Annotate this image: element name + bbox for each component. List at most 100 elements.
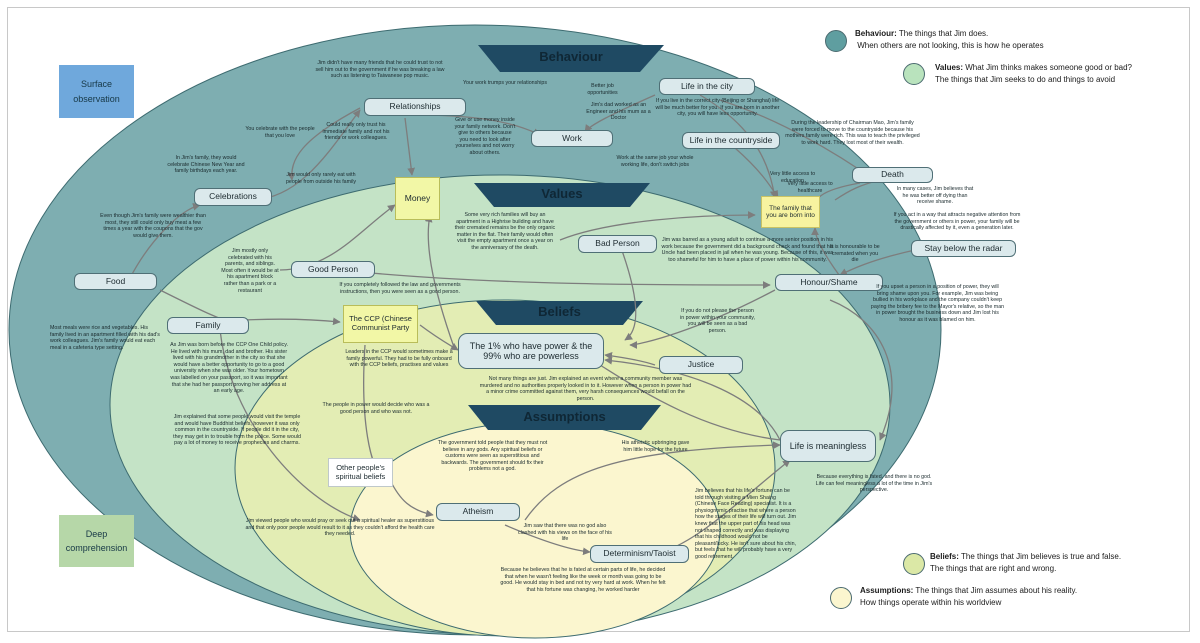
- legend-assumptions-line2: How things operate within his worldview: [860, 598, 1002, 608]
- node-death[interactable]: Death: [852, 167, 933, 183]
- node-money[interactable]: Money: [395, 177, 440, 220]
- node-bad-person[interactable]: Bad Person: [578, 235, 657, 253]
- deep-line2: comprehension: [65, 543, 128, 553]
- legend-behaviour: Behaviour: The things that Jim does. Whe…: [855, 28, 1185, 53]
- note-fortune: Jim believes that his life's fortune can…: [695, 488, 797, 561]
- node-justice[interactable]: Justice: [659, 356, 743, 374]
- node-food[interactable]: Food: [74, 273, 157, 290]
- note-atheistic: His atheistic upbringing gave him little…: [621, 440, 690, 453]
- node-ccp[interactable]: The CCP (Chinese Communist Party: [343, 305, 418, 343]
- surface-line2: observation: [73, 93, 120, 104]
- connector: [599, 364, 781, 441]
- node-atheism[interactable]: Atheism: [436, 503, 520, 521]
- node-spiritual-beliefs[interactable]: Other people's spiritual beliefs: [328, 458, 393, 487]
- connector: [404, 117, 416, 176]
- note-meals: Most meals were rice and vegetables. His…: [50, 325, 160, 351]
- legend-assumptions-dot: [830, 587, 852, 609]
- connector: [424, 214, 456, 351]
- note-followed-law: If you completely followed the law and g…: [339, 282, 461, 295]
- beliefs-title: Beliefs: [538, 304, 581, 319]
- note-fated: Because he believes that he is fated at …: [500, 567, 666, 593]
- node-determinism[interactable]: Determinism/Taoist: [590, 545, 689, 563]
- note-born-1990: As Jim was born before the CCP One Child…: [170, 342, 288, 395]
- node-stay-below-radar[interactable]: Stay below the radar: [911, 240, 1016, 257]
- connector-lines: [129, 94, 916, 556]
- node-life-in-city[interactable]: Life in the city: [659, 78, 755, 95]
- connector: [604, 352, 656, 366]
- node-work[interactable]: Work: [531, 130, 613, 147]
- node-celebrations[interactable]: Celebrations: [194, 188, 272, 206]
- legend-beliefs: Beliefs: The things that Jim believes is…: [930, 551, 1190, 576]
- connector: [719, 99, 861, 171]
- connector: [584, 94, 656, 133]
- legend-beliefs-line2: The things that are right and wrong.: [930, 564, 1057, 574]
- note-chairman: During the leadership of Chairman Mao, J…: [785, 120, 920, 146]
- legend-beliefs-term: Beliefs:: [930, 552, 959, 561]
- note-upset: If you upset a person in a position of p…: [870, 284, 1005, 324]
- connector: [287, 107, 361, 181]
- connector: [629, 289, 776, 349]
- note-attract: If you act in a way that attracts negati…: [893, 212, 1021, 232]
- note-honourable: It is honourable to be cremated when you…: [830, 244, 880, 264]
- note-not-please: If you do not please the person in power…: [680, 308, 755, 334]
- note-trust-few: Could really only trust his immediate fa…: [322, 122, 390, 142]
- connector: [829, 299, 893, 441]
- legend-assumptions-line1: The things that Jim assumes about his re…: [915, 586, 1078, 595]
- node-family-born-into[interactable]: The family that you are born into: [761, 196, 820, 228]
- note-rich-families: Some very rich families will buy an apar…: [454, 212, 556, 252]
- note-healthcare: Very little access to healthcare: [787, 181, 833, 194]
- legend-beliefs-line1: The things that Jim believes is true and…: [960, 552, 1122, 561]
- connector: [604, 356, 781, 441]
- note-dad: Jim's dad worked as an Engineer and his …: [586, 102, 651, 122]
- legend-behaviour-line2: When others are not looking, this is how…: [857, 41, 1044, 51]
- note-everything-fated: Because everything is fated, and there i…: [815, 474, 933, 494]
- beliefs-banner: [476, 301, 643, 325]
- connector: [699, 94, 778, 199]
- legend-values-term: Values:: [935, 63, 964, 72]
- legend-beliefs-dot: [903, 553, 925, 575]
- behaviour-title: Behaviour: [539, 49, 603, 64]
- node-relationships[interactable]: Relationships: [364, 98, 466, 116]
- node-good-person[interactable]: Good Person: [291, 261, 375, 278]
- note-little-education: Very little access to education: [769, 171, 816, 184]
- legend-behaviour-term: Behaviour:: [855, 29, 897, 38]
- note-friends: Jim didn't have many friends that he cou…: [315, 60, 445, 80]
- surface-observation-label: Surface observation: [59, 65, 134, 118]
- connector: [619, 244, 637, 341]
- note-city: If you live in the correct city (Beijing…: [655, 98, 780, 118]
- node-honour-shame[interactable]: Honour/Shame: [775, 274, 883, 291]
- note-no-god: Jim saw that there was no god also clash…: [518, 523, 612, 543]
- connector: [734, 147, 779, 199]
- note-better-job: Better job opportunities: [587, 83, 618, 96]
- note-temple: Jim explained that some people would vis…: [173, 414, 301, 447]
- connector: [129, 202, 201, 279]
- values-title: Values: [541, 186, 583, 201]
- surface-line1: Surface: [80, 79, 113, 90]
- note-same-job: Work at the same job your whole working …: [616, 155, 694, 168]
- note-give-money: Give or use money inside your family net…: [454, 117, 516, 157]
- note-government-told: The government told people that they mus…: [437, 440, 548, 473]
- note-celebrated-family: Jim mostly only celebrated with his pare…: [221, 248, 279, 294]
- note-chinese-new-year: In Jim's family, they would celebrate Ch…: [167, 155, 245, 175]
- node-family[interactable]: Family: [167, 317, 249, 334]
- connector: [359, 271, 771, 289]
- connector: [839, 249, 916, 276]
- note-work-trumps: Your work trumps your relationships: [462, 80, 547, 86]
- connector: [504, 524, 591, 556]
- note-people-in-power: The people in power would decide who was…: [322, 402, 430, 415]
- behaviour-banner: [478, 45, 664, 72]
- node-life-meaningless[interactable]: Life is meaningless: [780, 430, 876, 462]
- node-life-in-countryside[interactable]: Life in the countryside: [682, 132, 780, 149]
- legend-values-line2: The things that Jim seeks to do and thin…: [935, 75, 1116, 85]
- note-barred: Jim was barred as a young adult to conti…: [661, 237, 834, 263]
- note-better-off: In many cases, Jim believes that he was …: [896, 186, 974, 206]
- connector: [244, 317, 341, 326]
- legend-values-line1: What Jim thinks makes someone good or ba…: [965, 63, 1132, 72]
- node-one-percent[interactable]: The 1% who have power & the 99% who are …: [458, 333, 604, 369]
- legend-values-dot: [903, 63, 925, 85]
- assumptions-banner: [468, 405, 661, 430]
- note-wealthier: Even though Jim's family were wealthier …: [100, 213, 206, 239]
- legend-behaviour-line1: The things that Jim does.: [898, 29, 989, 38]
